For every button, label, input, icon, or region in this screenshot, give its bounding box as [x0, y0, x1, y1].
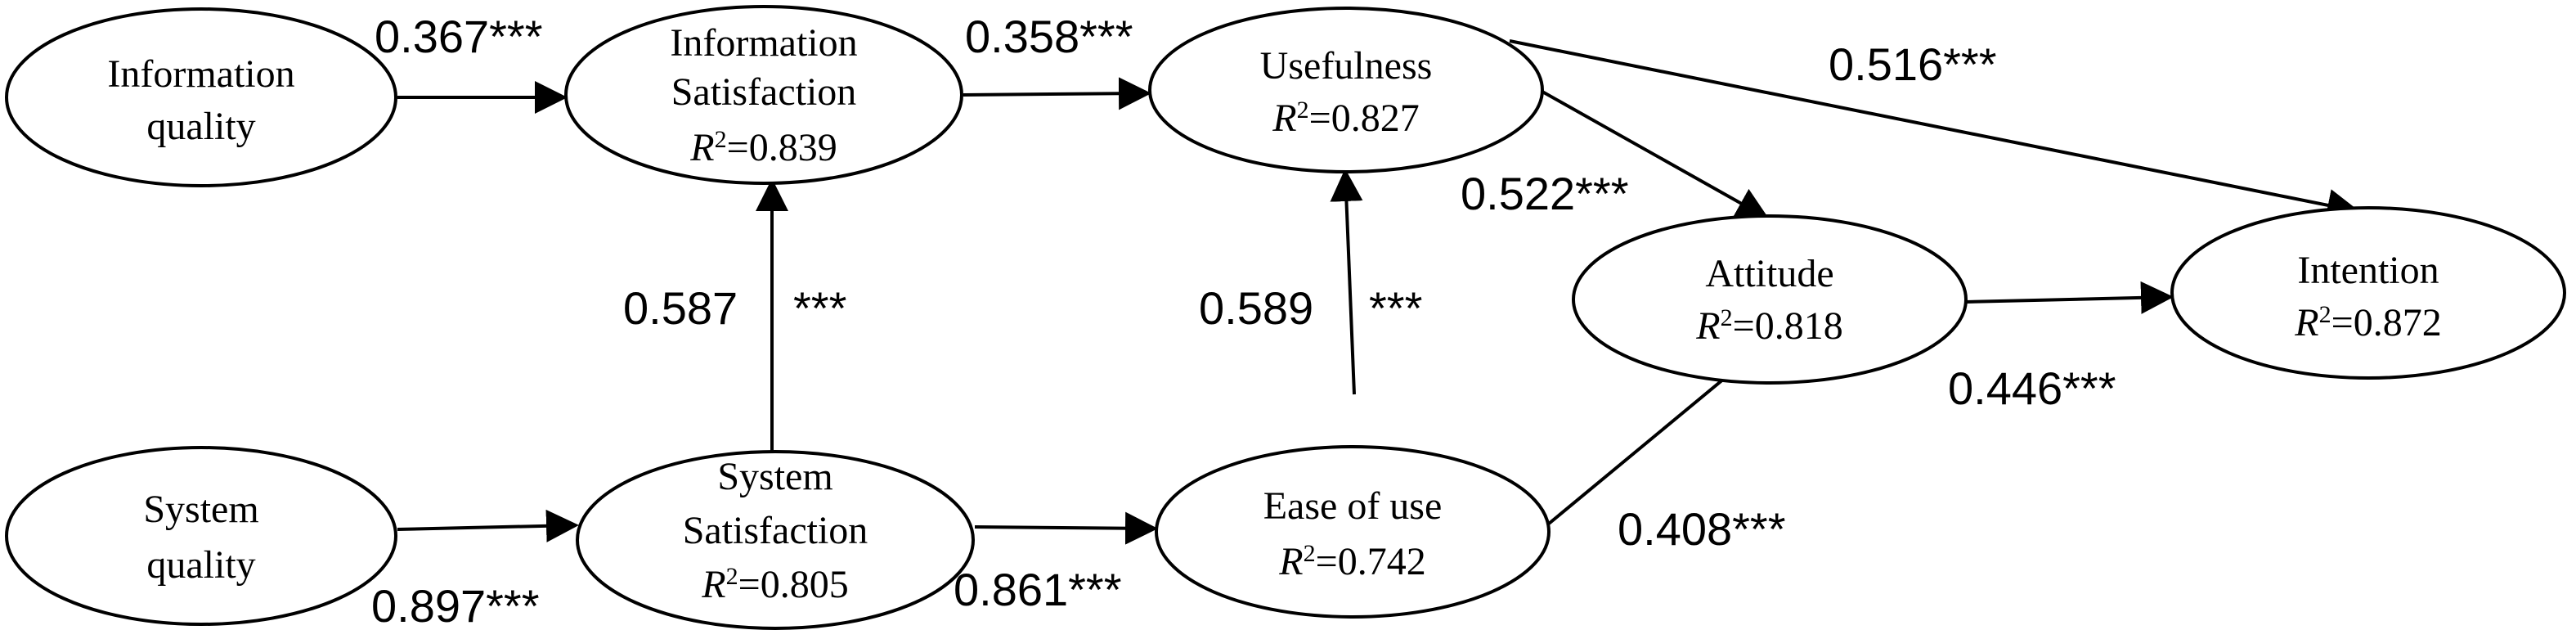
node-label-line-1: Ease of use [1263, 484, 1443, 528]
coef-system-satisfaction-to-info-satisfaction: 0.587 [623, 282, 738, 334]
sig-system-satisfaction-to-info-satisfaction: *** [793, 282, 846, 334]
r-squared-label: R2=0.742 [1278, 540, 1425, 584]
arrow-info-satisfaction-to-usefulness [963, 77, 1151, 110]
coef-ease-of-use-to-usefulness: 0.589 [1199, 282, 1313, 334]
coef-system-satisfaction-to-ease-of-use: 0.861*** [954, 564, 1122, 615]
arrow-system-quality-to-system-satisfaction [397, 509, 579, 542]
r-squared-label: R2=0.872 [2294, 301, 2441, 345]
node-ease-of-use: Ease of use R2=0.742 [1155, 445, 1551, 619]
sig-ease-of-use-to-usefulness: *** [1369, 282, 1422, 334]
arrow-attitude-to-intention [1965, 281, 2174, 314]
arrow-usefulness-to-intention [1509, 39, 2360, 222]
arrow-ease-of-use-to-usefulness [1330, 169, 1363, 395]
node-label-line-2: quality [146, 543, 255, 587]
node-label-line-1: System [143, 488, 258, 531]
node-label-line-1: Attitude [1705, 252, 1833, 295]
node-system-satisfaction: System Satisfaction R2=0.805 [576, 450, 975, 630]
r-squared-label: R2=0.805 [701, 563, 848, 607]
coef-info-quality-to-info-satisfaction: 0.367*** [375, 11, 543, 62]
node-label-line-1: Usefulness [1260, 44, 1433, 88]
node-label-line-2: Satisfaction [683, 509, 868, 552]
node-label-line-1: System [717, 455, 832, 498]
node-label-line-1: Information [670, 21, 857, 65]
node-usefulness: Usefulness R2=0.827 [1148, 7, 1544, 173]
path-coefficients: 0.367*** 0.358*** 0.516*** 0.522*** 0.58… [371, 11, 2116, 630]
node-attitude: Attitude R2=0.818 [1572, 214, 1968, 385]
r-squared-label: R2=0.818 [1695, 304, 1842, 349]
node-information-satisfaction: Information Satisfaction R2=0.839 [564, 5, 963, 185]
coef-system-quality-to-system-satisfaction: 0.897*** [371, 580, 540, 630]
node-label-line-2: quality [146, 105, 255, 148]
coef-attitude-to-intention: 0.446*** [1948, 362, 2116, 414]
arrow-usefulness-to-attitude [1542, 90, 1770, 219]
node-system-quality: System quality [5, 446, 397, 626]
arrow-system-satisfaction-to-ease-of-use [974, 511, 1158, 545]
node-label-line-1: Information [107, 52, 294, 96]
node-intention: Intention R2=0.872 [2170, 206, 2566, 380]
r-squared-label: R2=0.839 [689, 126, 837, 170]
coef-info-satisfaction-to-usefulness: 0.358*** [965, 11, 1133, 62]
r-squared-label: R2=0.827 [1272, 97, 1419, 141]
coef-usefulness-to-intention: 0.516*** [1829, 38, 1997, 90]
coef-ease-of-use-to-attitude: 0.408*** [1618, 503, 1786, 555]
node-label-line-1: Intention [2297, 249, 2439, 292]
node-label-line-2: Satisfaction [671, 70, 857, 114]
coef-usefulness-to-attitude: 0.522*** [1461, 168, 1629, 219]
node-information-quality: Information quality [5, 7, 397, 187]
